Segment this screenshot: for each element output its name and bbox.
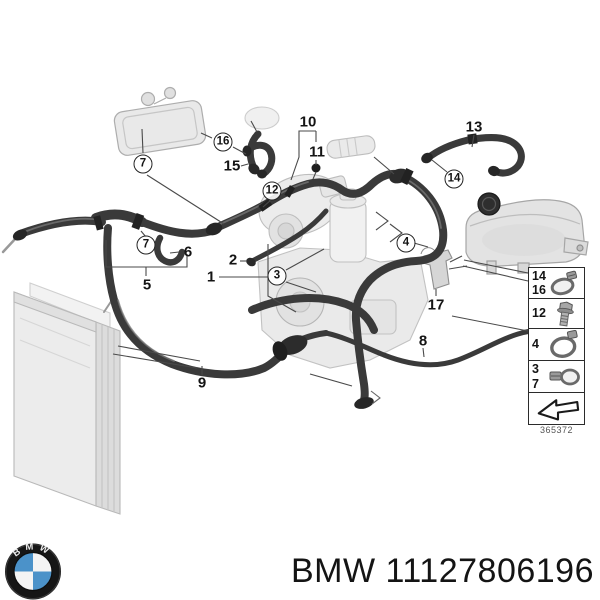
callout-9: 9 — [197, 374, 207, 392]
callout-5: 5 — [142, 276, 152, 294]
legend-row-bolt-12: 12 — [529, 299, 584, 329]
callout-11: 11 — [309, 143, 325, 161]
callout-16: 16 — [213, 132, 233, 152]
fittings — [12, 133, 561, 409]
hardware-legend: 14 16 12 — [528, 267, 585, 425]
direction-arrow-icon — [532, 395, 584, 423]
callout-3: 3 — [267, 266, 287, 286]
callout-6: 6 — [183, 243, 193, 261]
callout-8: 8 — [418, 332, 428, 350]
callout-14: 14 — [444, 169, 464, 189]
clamp-nut-11 — [311, 163, 321, 173]
throttle-pipe — [326, 135, 376, 159]
hose-clamp-icon — [547, 270, 583, 297]
oil-cooler — [113, 86, 207, 156]
callout-7-upper: 7 — [133, 154, 153, 174]
bolt-icon — [547, 300, 583, 328]
bmw-logo: BMW — [3, 543, 63, 600]
hose-4 — [351, 172, 448, 404]
legend-row-clamp-3-7: 3 7 — [529, 361, 584, 393]
hoses — [1, 130, 559, 404]
hose-13 — [424, 134, 525, 177]
legend-number: 16 — [532, 283, 546, 297]
radiator — [13, 282, 121, 515]
callout-4: 4 — [396, 233, 416, 253]
hose-6 — [154, 234, 186, 266]
legend-row-clamp-4: 4 — [529, 329, 584, 361]
callout-15: 15 — [223, 157, 241, 175]
expansion-tank — [465, 192, 589, 275]
legend-number: 12 — [532, 306, 546, 321]
parts-diagram-canvas — [1, 86, 589, 515]
callout-13: 13 — [465, 118, 483, 136]
callout-2: 2 — [228, 251, 238, 269]
hose-9 — [110, 296, 289, 379]
drawing-number: 365372 — [539, 425, 574, 435]
callout-10: 10 — [299, 113, 317, 131]
legend-row-direction — [529, 393, 584, 424]
hose-clamp-small-icon — [547, 363, 583, 390]
legend-row-clamp-14-16: 14 16 — [529, 268, 584, 299]
hose-15 — [244, 141, 276, 178]
callout-12: 12 — [262, 181, 282, 201]
legend-number: 3 — [532, 362, 539, 377]
part-number-text: BMW 11127806196 — [291, 552, 594, 590]
callout-7-lower: 7 — [136, 235, 156, 255]
callout-1: 1 — [206, 268, 216, 286]
callout-17: 17 — [427, 296, 445, 314]
legend-number: 4 — [532, 337, 539, 352]
hose-clamp-large-icon — [547, 329, 583, 360]
legend-number: 14 — [532, 268, 546, 283]
legend-number: 7 — [532, 376, 539, 391]
engine-hose — [248, 294, 378, 334]
tank-cap — [477, 192, 501, 216]
leader-lines — [105, 120, 529, 405]
